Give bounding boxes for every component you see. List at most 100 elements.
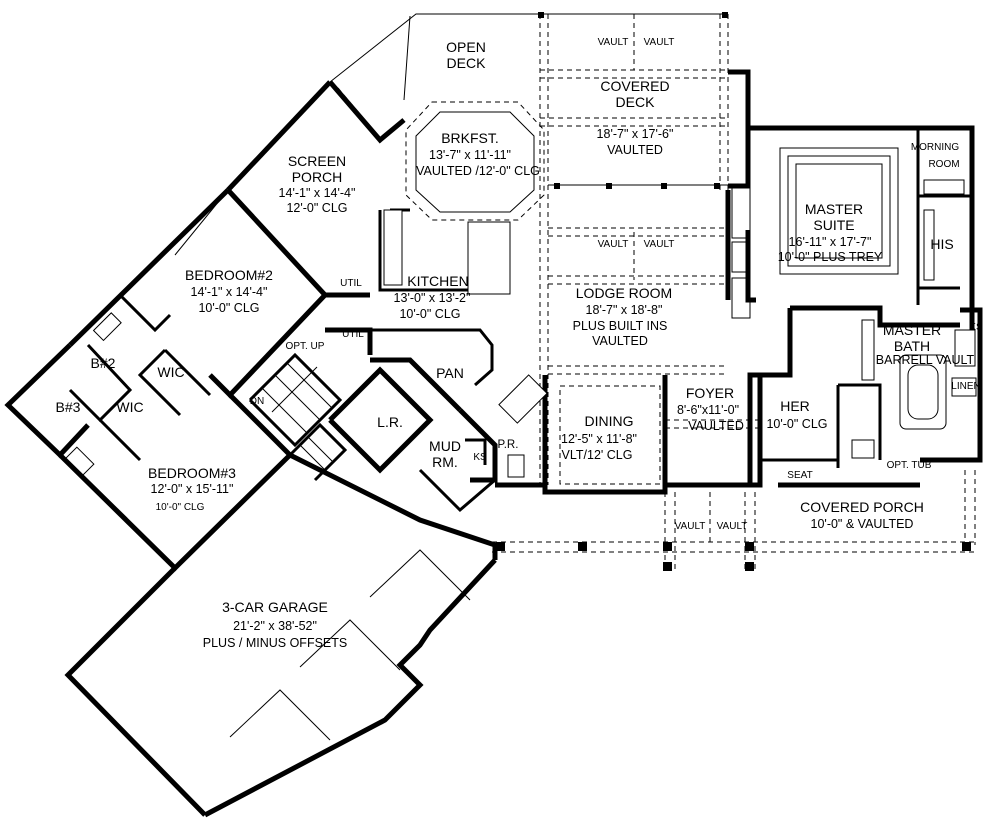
master-bath-walls <box>747 305 983 485</box>
svg-text:DECK: DECK <box>616 94 656 110</box>
room-label-covered-porch: COVERED PORCH 10'-0" & VAULTED <box>800 499 924 531</box>
svg-text:14'-1" x 14'-4": 14'-1" x 14'-4" <box>191 285 268 299</box>
svg-text:VAULT: VAULT <box>598 37 629 48</box>
svg-text:VAULT: VAULT <box>644 239 675 250</box>
svg-text:18'-7" x 18'-8": 18'-7" x 18'-8" <box>586 303 663 317</box>
svg-text:10'-0" CLG: 10'-0" CLG <box>156 502 205 513</box>
svg-text:PORCH: PORCH <box>292 169 343 185</box>
room-label-her: HER 10'-0" CLG <box>766 398 827 431</box>
svg-text:FOYER: FOYER <box>686 385 734 401</box>
svg-text:VAULT: VAULT <box>675 521 706 532</box>
svg-text:13'-0" x 13'-2": 13'-0" x 13'-2" <box>394 291 471 305</box>
room-label-his: HIS <box>930 236 953 252</box>
room-label-lodge-room: LODGE ROOM 18'-7" x 18'-8" PLUS BUILT IN… <box>573 285 673 348</box>
svg-text:VAULTED /12'-0" CLG: VAULTED /12'-0" CLG <box>416 164 540 178</box>
laundry-mudroom-walls <box>328 357 548 513</box>
svg-text:DINING: DINING <box>585 413 634 429</box>
garage-walls <box>64 452 498 818</box>
svg-text:BATH: BATH <box>894 338 930 354</box>
room-label-bedroom2: BEDROOM#2 14'-1" x 14'-4" 10'-0" CLG <box>185 267 273 315</box>
room-label-master-suite: MASTER SUITE 16'-11" x 17'-7" 10'-0" PLU… <box>778 201 883 264</box>
room-label-brkfst: BRKFST. 13'-7" x 11'-11" VAULTED /12'-0"… <box>416 130 540 178</box>
room-label-dining: DINING 12'-5" x 11'-8" VLT/12' CLG <box>561 413 637 462</box>
svg-text:BEDROOM#3: BEDROOM#3 <box>148 465 236 481</box>
svg-text:12'-0" x 15'-11": 12'-0" x 15'-11" <box>151 482 234 496</box>
svg-text:10'-0" & VAULTED: 10'-0" & VAULTED <box>811 517 914 531</box>
svg-text:VAULT: VAULT <box>644 37 675 48</box>
svg-text:PLUS / MINUS OFFSETS: PLUS / MINUS OFFSETS <box>203 636 347 650</box>
svg-text:RM.: RM. <box>432 454 458 470</box>
svg-text:18'-7" x 17'-6": 18'-7" x 17'-6" <box>597 127 674 141</box>
room-label-mudroom: MUD RM. <box>429 438 461 470</box>
master-suite-walls <box>728 128 970 305</box>
room-label-foyer: FOYER 8'-6"x11'-0" VAULTED <box>677 385 744 433</box>
room-label-covered-deck: COVERED DECK 18'-7" x 17'-6" VAULTED <box>597 78 674 157</box>
svg-text:VAULTED: VAULTED <box>592 334 648 348</box>
room-label-util1: UTIL <box>340 278 362 289</box>
svg-text:VAULT: VAULT <box>717 521 748 532</box>
room-label-opt-up: OPT. UP <box>286 341 325 352</box>
svg-text:BRKFST.: BRKFST. <box>441 130 499 146</box>
svg-text:12'-5" x 11'-8": 12'-5" x 11'-8" <box>561 432 637 446</box>
room-label-opt-tub: OPT. TUB <box>887 460 932 471</box>
room-label-dn: DN <box>250 396 264 407</box>
svg-text:10'-0" CLG: 10'-0" CLG <box>198 301 259 315</box>
svg-text:13'-7" x 11'-11": 13'-7" x 11'-11" <box>429 148 511 162</box>
room-label-util2: UTIL <box>342 329 364 340</box>
dining-foyer-walls <box>559 385 760 485</box>
svg-text:16'-11" x 17'-7": 16'-11" x 17'-7" <box>789 235 872 249</box>
svg-text:MUD: MUD <box>429 438 461 454</box>
svg-text:BEDROOM#2: BEDROOM#2 <box>185 267 273 283</box>
room-label-morning-room: MORNING ROOM <box>911 142 960 170</box>
room-label-seat: SEAT <box>787 470 812 481</box>
svg-text:COVERED: COVERED <box>600 78 669 94</box>
room-label-wic2: WIC <box>116 399 143 415</box>
room-label-bedroom3: BEDROOM#3 12'-0" x 15'-11" 10'-0" CLG <box>148 465 236 513</box>
svg-text:10'-0" CLG: 10'-0" CLG <box>399 307 460 321</box>
svg-text:3-CAR GARAGE: 3-CAR GARAGE <box>222 599 328 615</box>
room-label-pantry: PAN <box>436 365 464 381</box>
svg-text:MASTER: MASTER <box>805 201 863 217</box>
svg-text:KITCHEN: KITCHEN <box>407 273 468 289</box>
room-label-kitchen: KITCHEN 13'-0" x 13'-2" 10'-0" CLG <box>394 273 471 321</box>
svg-text:PLUS BUILT INS: PLUS BUILT INS <box>573 319 668 333</box>
room-label-laundry: L.R. <box>377 414 403 430</box>
svg-text:10'-0" CLG: 10'-0" CLG <box>766 417 827 431</box>
svg-text:OPEN: OPEN <box>446 39 486 55</box>
svg-text:14'-1" x 14'-4": 14'-1" x 14'-4" <box>279 186 356 200</box>
svg-text:ROOM: ROOM <box>928 159 959 170</box>
room-label-ks-mud: KS <box>473 452 487 463</box>
room-label-open-deck: OPEN DECK <box>446 39 486 71</box>
svg-text:VAULTED: VAULTED <box>607 143 663 157</box>
svg-text:COVERED PORCH: COVERED PORCH <box>800 499 924 515</box>
kitchen-brkfst-walls <box>370 101 548 387</box>
svg-text:VLT/12' CLG: VLT/12' CLG <box>562 448 633 462</box>
svg-text:MASTER: MASTER <box>883 322 941 338</box>
room-label-b2: B#2 <box>91 355 116 371</box>
svg-text:12'-0" CLG: 12'-0" CLG <box>286 201 347 215</box>
svg-text:BARRELL VAULT: BARRELL VAULT <box>876 353 975 367</box>
svg-text:VAULT: VAULT <box>598 239 629 250</box>
svg-text:8'-6"x11'-0": 8'-6"x11'-0" <box>677 403 739 417</box>
vault-labels: VAULT VAULT VAULT VAULT VAULT VAULT <box>598 37 748 532</box>
svg-text:MORNING: MORNING <box>911 142 960 153</box>
svg-text:LODGE ROOM: LODGE ROOM <box>576 285 672 301</box>
svg-text:SCREEN: SCREEN <box>288 153 346 169</box>
room-label-screen-porch: SCREEN PORCH 14'-1" x 14'-4" 12'-0" CLG <box>279 153 356 215</box>
bath2-bath3-walls <box>4 312 142 478</box>
room-label-ks-bath: KS <box>969 322 983 333</box>
covered-deck-framing <box>538 12 729 485</box>
svg-text:HER: HER <box>780 398 810 414</box>
room-label-linen: LINEN <box>951 381 980 392</box>
room-label-wic1: WIC <box>157 364 184 380</box>
room-label-master-bath: MASTER BATH BARRELL VAULT <box>876 322 975 367</box>
room-label-b3: B#3 <box>56 399 81 415</box>
covered-porch-framing <box>492 375 976 571</box>
stairs-walls <box>248 327 373 482</box>
svg-text:VAULTED: VAULTED <box>688 419 744 433</box>
room-label-garage: 3-CAR GARAGE 21'-2" x 38'-52" PLUS / MIN… <box>203 599 347 650</box>
room-label-powder-room: P.R. <box>498 439 519 451</box>
svg-text:10'-0" PLUS TREY: 10'-0" PLUS TREY <box>778 250 883 264</box>
svg-text:SUITE: SUITE <box>813 217 854 233</box>
